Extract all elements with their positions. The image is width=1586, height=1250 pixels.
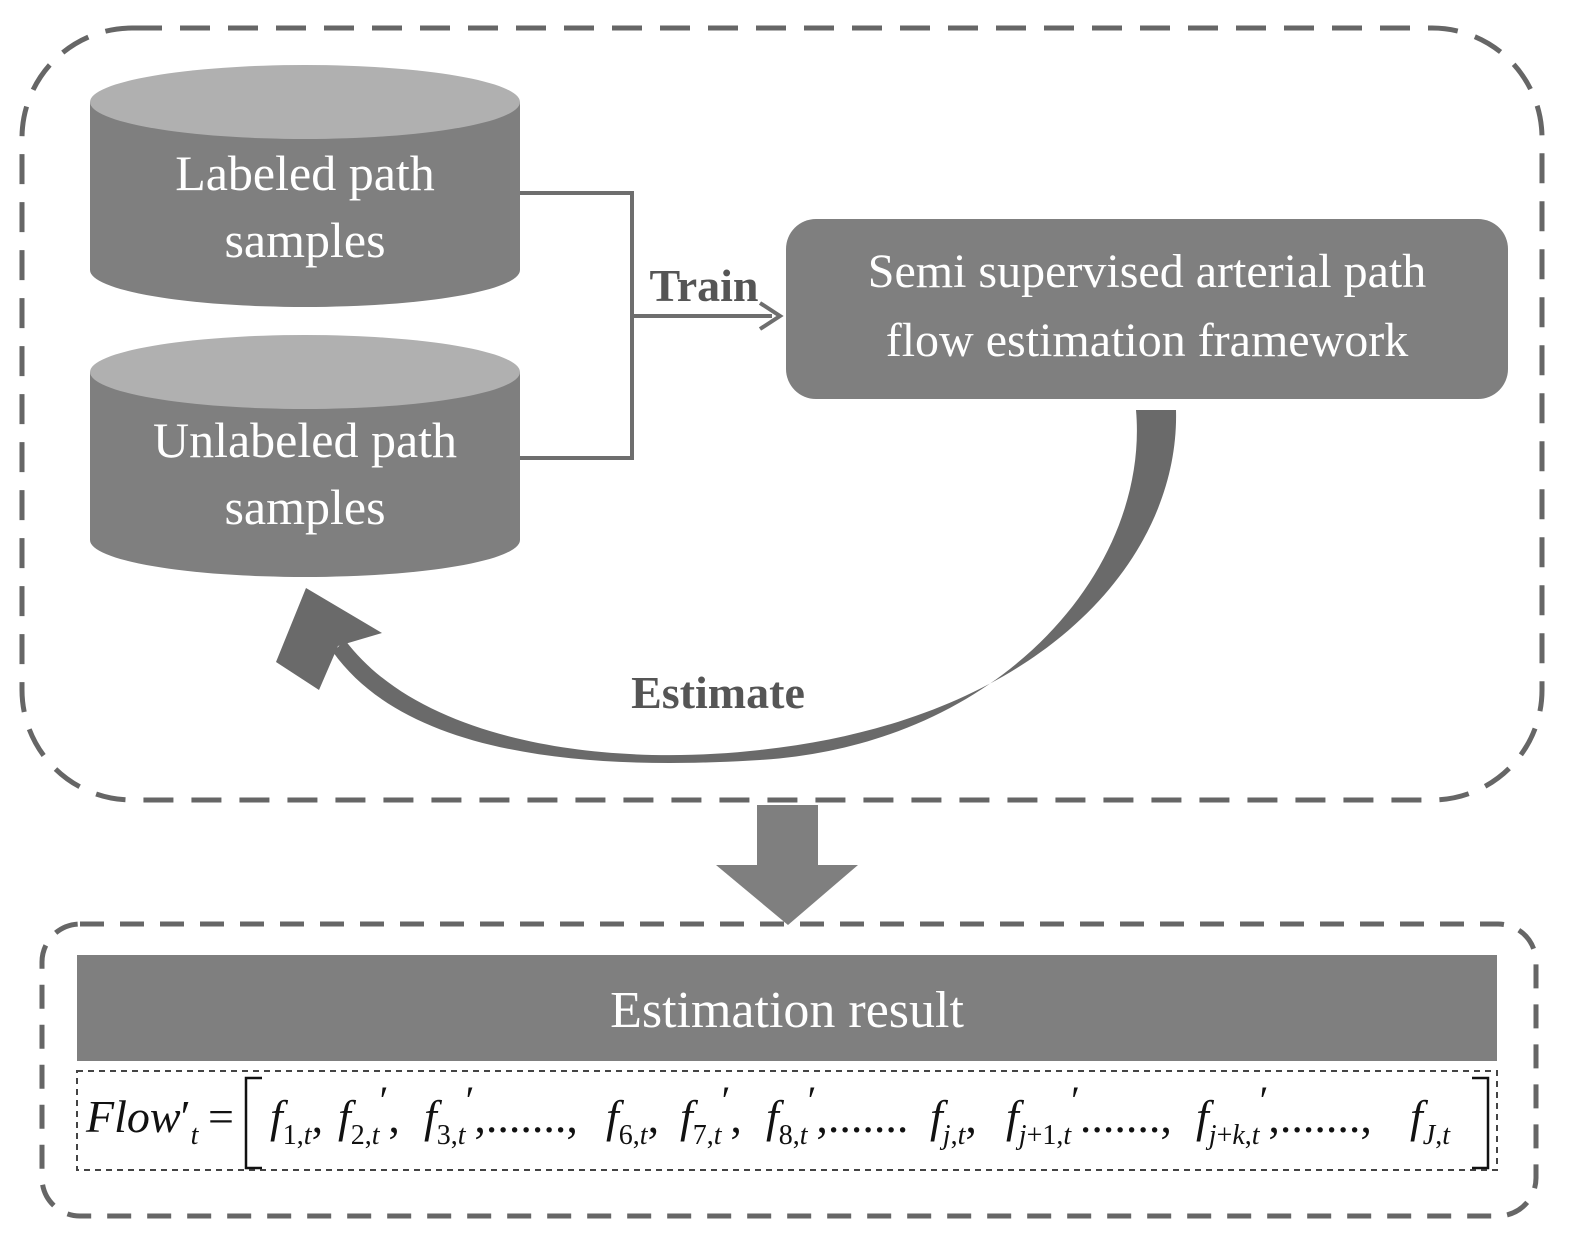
framework-box: Semi supervised arterial path flow estim… xyxy=(786,219,1508,399)
framework-rect xyxy=(786,219,1508,399)
train-bracket xyxy=(520,191,634,460)
estimate-label: Estimate xyxy=(631,667,805,718)
train-arrow-head xyxy=(758,301,784,331)
formula-term-j: fj,t, xyxy=(930,1091,977,1151)
formula-equals: = xyxy=(208,1091,234,1142)
estimate-curved-arrow: Estimate xyxy=(276,410,1177,764)
formula-term-j1: fj+1,t′......., xyxy=(1006,1078,1172,1151)
formula-term-J: fJ,t xyxy=(1410,1091,1451,1151)
down-arrow xyxy=(716,805,858,925)
bottom-dashed-container xyxy=(39,921,1539,1219)
framework-label-line1: Semi supervised arterial path xyxy=(868,245,1427,298)
formula-left-bracket xyxy=(244,1076,262,1170)
labeled-cylinder-top xyxy=(90,65,520,139)
formula-term-6: f6,t, xyxy=(606,1091,659,1151)
formula-box xyxy=(76,1070,1498,1171)
labeled-label-line2: samples xyxy=(224,212,385,268)
result-title: Estimation result xyxy=(610,982,964,1039)
formula-term-7: f7,t′, xyxy=(680,1078,742,1151)
formula-right-bracket xyxy=(1472,1076,1490,1170)
train-label: Train xyxy=(649,260,758,311)
unlabeled-label-line1: Unlabeled path xyxy=(153,412,457,468)
framework-label-line2: flow estimation framework xyxy=(886,314,1409,367)
formula-term-jk: fj+k,t′,......., xyxy=(1196,1078,1372,1151)
estimate-arrow-head xyxy=(276,588,382,690)
formula: Flow′t = f1,t, f2,t′, f3,t′,......., f6,… xyxy=(85,1076,1490,1170)
unlabeled-label-line2: samples xyxy=(224,479,385,535)
train-connector: Train xyxy=(520,191,784,460)
unlabeled-samples-database: Unlabeled path samples xyxy=(90,335,520,577)
unlabeled-cylinder-body xyxy=(90,372,520,577)
formula-term-3: f3,t′,......., xyxy=(424,1078,578,1151)
formula-term-8: f8,t′,....... xyxy=(766,1078,908,1151)
labeled-label-line1: Labeled path xyxy=(175,145,435,201)
top-dashed-container xyxy=(19,25,1545,803)
formula-lhs: Flow′t xyxy=(85,1091,200,1151)
formula-term-2: f2,t′, xyxy=(338,1078,400,1151)
formula-term-1: f1,t, xyxy=(270,1091,323,1151)
unlabeled-cylinder-top xyxy=(90,335,520,409)
labeled-cylinder-body xyxy=(90,102,520,307)
labeled-samples-database: Labeled path samples xyxy=(90,65,520,307)
result-header-bar xyxy=(77,955,1497,1061)
